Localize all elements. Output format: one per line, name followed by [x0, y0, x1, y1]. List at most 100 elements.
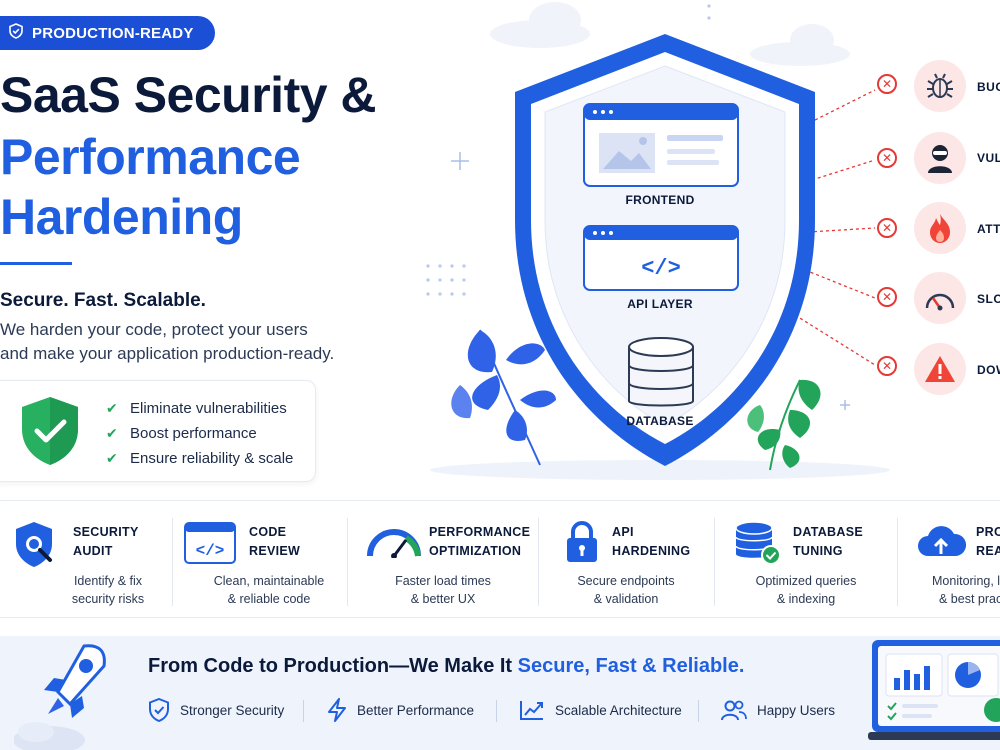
block-x-icon: ✕ [877, 148, 897, 168]
threat-label: BUG [977, 80, 1000, 94]
list-item: ✔ Eliminate vulnerabilities [106, 396, 293, 421]
service-desc-line: Secure endpoints [577, 574, 675, 588]
benefit-item: Scalable Architecture [519, 696, 682, 724]
frontend-window-icon [583, 103, 739, 187]
service-title-line: REA [976, 544, 1000, 558]
service-title-line: OPTIMIZATION [429, 544, 522, 558]
list-item: ✔ Boost performance [106, 421, 293, 446]
api-layer-label: API LAYER [627, 297, 693, 311]
badge-label: PRODUCTION-READY [32, 24, 194, 42]
service-desc-line: & reliable code [227, 592, 311, 606]
service-desc-line: Identify & fix [73, 574, 143, 588]
svg-text:</>: </> [641, 256, 681, 281]
check-icon: ✔ [106, 400, 118, 416]
threat-label: SLO [977, 292, 1000, 306]
frontend-label: FRONTEND [625, 193, 695, 207]
divider [172, 518, 173, 606]
block-x-icon: ✕ [877, 74, 897, 94]
service-desc-line: & best prac [939, 592, 1000, 606]
lightning-icon [328, 698, 346, 722]
benefit-label: Scalable Architecture [555, 702, 682, 718]
service-desc-line: security risks [71, 592, 145, 606]
service-desc-line: Optimized queries [755, 574, 857, 588]
shield-check-icon [8, 23, 24, 43]
shield-check-icon [149, 698, 169, 722]
block-x-icon: ✕ [877, 356, 897, 376]
divider [897, 518, 898, 606]
threat-label: ATT [977, 222, 1000, 236]
benefit-label: Stronger Security [180, 702, 285, 718]
checklist-label: Eliminate vulnerabilities [130, 400, 287, 417]
service-desc-line: Monitoring, l [932, 574, 1000, 588]
service-desc: Optimized queries & indexing [742, 572, 870, 608]
threat-attack [914, 202, 966, 254]
service-title-line: TUNING [793, 544, 843, 558]
service-title: PERFORMANCE OPTIMIZATION [429, 523, 530, 561]
hacker-icon [928, 145, 952, 173]
service-desc-line: & validation [593, 592, 659, 606]
threat-downtime [914, 343, 966, 395]
banner-title: From Code to Production—We Make It Secur… [148, 655, 744, 678]
services-panel [0, 500, 1000, 618]
service-title-line: API [612, 525, 634, 539]
lock-icon [567, 521, 597, 562]
service-desc: Clean, maintainable & reliable code [205, 572, 333, 608]
benefit-item: Stronger Security [148, 696, 284, 724]
benefit-label: Happy Users [757, 702, 836, 718]
threat-label: VUL [977, 151, 1000, 165]
divider [496, 700, 497, 722]
database-label: DATABASE [626, 414, 694, 428]
service-desc: Faster load times & better UX [381, 572, 505, 608]
threat-bug [914, 60, 966, 112]
fire-icon [930, 214, 950, 243]
laptop-dashboard-icon [868, 640, 1000, 740]
service-desc-line: & better UX [410, 592, 476, 606]
check-icon: ✔ [106, 450, 118, 466]
api-window-icon: </> [583, 225, 739, 291]
service-title: SECURITY AUDIT [73, 523, 139, 561]
service-title-line: AUDIT [73, 544, 113, 558]
service-title-line: REVIEW [249, 544, 301, 558]
database-check-icon [735, 521, 781, 565]
chart-up-icon [520, 701, 543, 720]
hero-title-line1: SaaS Security & [0, 67, 377, 123]
service-title-line: PERFORMANCE [429, 525, 531, 539]
service-title-line: DATABASE [793, 525, 863, 539]
description-line1: We harden your code, protect your users [0, 320, 308, 339]
service-title: DATABASE TUNING [793, 523, 863, 561]
title-underline [0, 262, 72, 265]
users-icon [721, 700, 747, 721]
service-desc-line: & indexing [776, 592, 836, 606]
gauge-icon [367, 529, 421, 558]
service-desc-line: Faster load times [395, 574, 491, 588]
service-desc: Secure endpoints & validation [565, 572, 687, 608]
hero-tagline: Secure. Fast. Scalable. [0, 290, 206, 311]
benefit-item: Better Performance [327, 696, 474, 724]
cloud-upload-icon [918, 526, 966, 556]
check-icon: ✔ [106, 425, 118, 441]
benefit-label: Better Performance [357, 702, 475, 718]
warning-icon [925, 356, 955, 382]
service-desc: Monitoring, l & best prac [925, 572, 1000, 608]
divider [538, 518, 539, 606]
divider [698, 700, 699, 722]
checklist-label: Boost performance [130, 425, 257, 442]
service-title: CODE REVIEW [249, 523, 300, 561]
banner-title-main: From Code to Production—We Make It [148, 655, 518, 677]
threat-slow [914, 272, 966, 324]
bottom-banner [0, 636, 1000, 750]
threat-vulnerability [914, 132, 966, 184]
threat-label: DOW [977, 363, 1000, 377]
list-item: ✔ Ensure reliability & scale [106, 446, 293, 471]
checklist: ✔ Eliminate vulnerabilities ✔ Boost perf… [106, 396, 293, 471]
database-icon [628, 337, 694, 407]
block-x-icon: ✕ [877, 287, 897, 307]
production-ready-badge: PRODUCTION-READY [0, 16, 215, 50]
bug-icon [927, 73, 953, 98]
shield-check-icon [22, 397, 78, 465]
divider [714, 518, 715, 606]
service-title-line: PRO [976, 525, 1000, 539]
divider [347, 518, 348, 606]
service-title-line: CODE [249, 525, 287, 539]
